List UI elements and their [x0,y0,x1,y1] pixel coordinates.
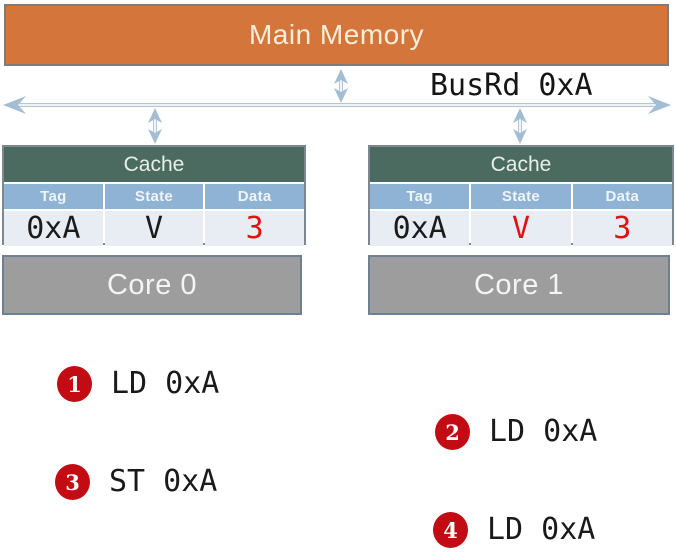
core1-box: Core 1 [368,255,670,315]
operation-item-1: 1 LD 0xA [57,366,219,402]
data-value: 3 [205,211,304,246]
operation-number-badge: 3 [55,464,90,500]
memory-bus-connector-arrow-icon [334,69,348,103]
operation-number-badge: 4 [433,512,468,548]
operation-number-badge: 2 [435,414,470,450]
cache-title: Cache [4,147,304,182]
cache-header-row: Tag State Data [370,184,672,209]
right-cache-bus-connector-arrow-icon [513,108,527,144]
state-value: V [104,211,204,246]
left-cache-bus-connector-arrow-icon [148,108,162,144]
operation-item-3: 3 ST 0xA [55,464,217,500]
tag-value: 0xA [4,211,103,246]
cache-title: Cache [370,147,672,182]
core1-label: Core 1 [473,268,565,301]
cache-table-core1: Cache Tag State Data 0xA V 3 [368,145,674,246]
column-header-tag: Tag [4,184,103,209]
operation-item-4: 4 LD 0xA [433,512,595,548]
column-header-state: State [104,184,204,209]
operation-text: ST 0xA [109,464,218,499]
operation-text: LD 0xA [111,366,220,401]
tag-value: 0xA [370,211,470,246]
operation-number-badge: 1 [57,366,92,402]
cache-table-core0: Cache Tag State Data 0xA V 3 [2,145,306,246]
operation-item-2: 2 LD 0xA [435,414,597,450]
column-header-data: Data [572,184,672,209]
main-memory-box: Main Memory [4,4,669,66]
cache-data-row: 0xA V 3 [4,211,304,246]
bus-transaction-label: BusRd 0xA [430,68,593,103]
core0-label: Core 0 [106,268,198,301]
cache-data-row: 0xA V 3 [370,211,672,246]
column-header-data: Data [205,184,304,209]
operation-text: LD 0xA [487,512,596,547]
cache-header-row: Tag State Data [4,184,304,209]
operation-text: LD 0xA [489,414,598,449]
state-value: V [471,211,571,246]
core0-box: Core 0 [2,255,302,315]
data-value: 3 [572,211,672,246]
column-header-state: State [471,184,571,209]
column-header-tag: Tag [370,184,470,209]
main-memory-label: Main Memory [248,19,425,50]
